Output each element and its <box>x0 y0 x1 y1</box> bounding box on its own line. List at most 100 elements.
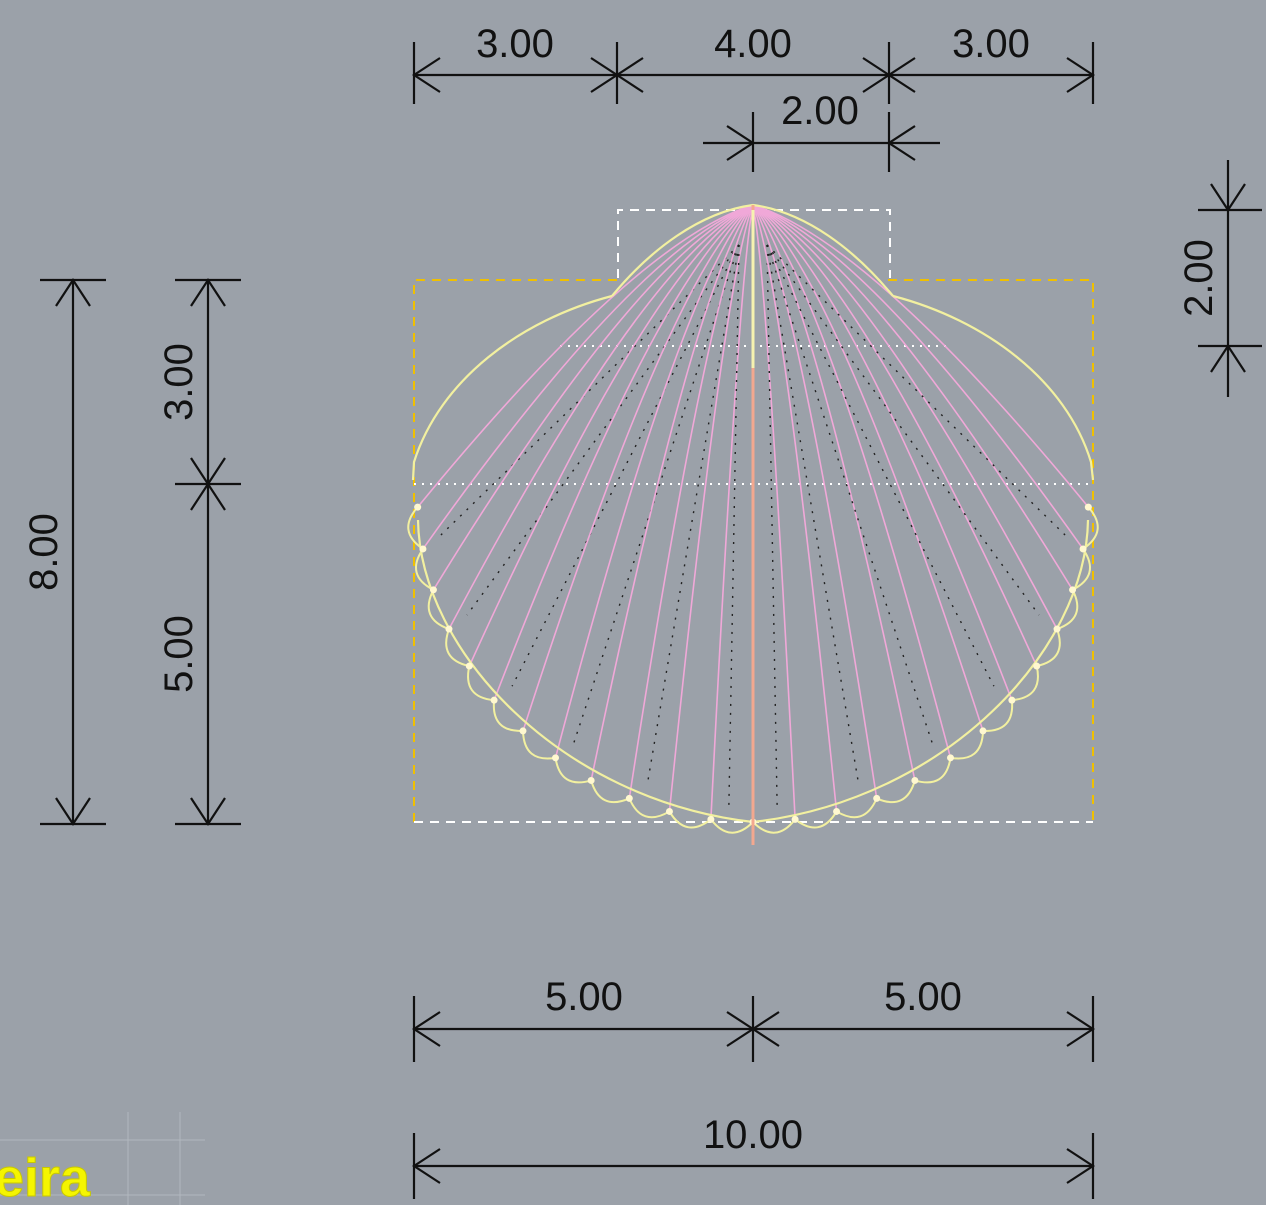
dimensions <box>40 42 1262 1199</box>
dim-top-middle: 4.00 <box>714 22 792 66</box>
rib-end-point <box>946 754 954 762</box>
dim-top-offset: 2.00 <box>781 89 859 133</box>
rib-end-point <box>445 625 453 633</box>
dim-left-upper: 3.00 <box>157 343 201 421</box>
rib-end-point <box>1084 503 1092 511</box>
rib-end-point <box>979 727 987 735</box>
rib-end-point <box>414 503 422 511</box>
rib-end-point <box>519 727 527 735</box>
shell-rib <box>554 204 754 759</box>
dim-left-total: 8.00 <box>22 513 66 591</box>
rib-guide-dotted <box>646 244 740 785</box>
rib-end-point <box>707 815 715 823</box>
grid-fragment <box>0 1112 205 1205</box>
shell-rib <box>752 204 796 820</box>
scallop-lobe <box>710 818 754 834</box>
left-wing-curve <box>411 294 613 481</box>
shell-rib <box>752 204 952 759</box>
shell-rib <box>752 204 1038 667</box>
rib-end-point <box>791 815 799 823</box>
rib-end-point <box>833 807 841 815</box>
scallop-lobe <box>914 757 952 784</box>
rib-guide-dotted <box>766 244 778 806</box>
shell-rib <box>752 204 1084 550</box>
shell-rib <box>522 204 754 732</box>
rib-end-point <box>465 662 473 670</box>
rib-end-point <box>911 776 919 784</box>
scallop-lobe <box>1082 506 1099 550</box>
scallop-lobe <box>1072 548 1092 591</box>
scallop-lobe <box>407 506 424 550</box>
shell-rib <box>710 204 754 820</box>
right-ear-edge <box>752 203 894 297</box>
rib-end-point <box>1053 625 1061 633</box>
dim-right-height: 2.00 <box>1177 239 1221 317</box>
scallop-lobe <box>521 730 556 760</box>
rib-guide-dotted <box>766 244 1066 536</box>
left-ear-edge <box>611 203 754 297</box>
shell-rib <box>590 204 754 781</box>
scallop-lobe <box>836 798 878 819</box>
rib-guide-dotted <box>572 244 740 745</box>
rib-end-point <box>625 794 633 802</box>
outer-bounding-box <box>413 279 1094 822</box>
dim-bottom-left: 5.00 <box>545 975 623 1019</box>
dim-bottom-right: 5.00 <box>884 975 962 1019</box>
scallop-lobe <box>950 730 985 760</box>
dim-bottom-total: 10.00 <box>703 1113 803 1157</box>
rib-guide-dotted <box>766 244 995 687</box>
shell-rib <box>432 204 754 591</box>
shell-rib <box>417 204 754 508</box>
scallop-lobe <box>445 628 470 668</box>
shell-rib <box>752 204 878 799</box>
rib-end-point <box>429 586 437 594</box>
rib-guide-dotted <box>511 244 740 687</box>
rib-end-point <box>490 696 498 704</box>
dim-top-left: 3.00 <box>476 22 554 66</box>
rib-end-point <box>873 794 881 802</box>
scallop-lobe <box>752 818 796 834</box>
shell-ribs <box>417 204 1089 822</box>
rib-guide-dotted <box>728 244 740 806</box>
scallop-lobe <box>467 665 495 702</box>
dim-top-right: 3.00 <box>952 22 1030 66</box>
shell-rib <box>493 204 754 701</box>
scallop-lobe <box>1056 589 1079 631</box>
rib-end-point <box>1008 696 1016 704</box>
shell-rib <box>448 204 754 630</box>
rib-guide-dotted <box>440 244 740 536</box>
dim-left-lower: 5.00 <box>157 615 201 693</box>
scallop-lobe <box>590 780 630 804</box>
shell-rib <box>422 204 754 550</box>
shell-outline <box>411 203 1095 824</box>
scallop-lobe <box>628 798 670 819</box>
rib-guide-dotted <box>766 244 934 745</box>
shell-rib <box>752 204 984 732</box>
right-wing-curve <box>892 294 1095 481</box>
scallop-lobe <box>668 810 712 829</box>
hinge-box <box>617 209 891 278</box>
rib-end-point <box>419 545 427 553</box>
shell-rib <box>752 204 916 781</box>
shell-rib <box>668 204 754 812</box>
scallop-edge <box>407 503 1099 834</box>
rib-end-point <box>552 754 560 762</box>
shell-rib <box>752 204 1013 701</box>
scallop-lobe <box>1036 628 1061 668</box>
scallop-lobe <box>982 700 1014 732</box>
rib-end-point <box>587 776 595 784</box>
scallop-lobe <box>427 589 450 631</box>
rib-end-point <box>1033 662 1041 670</box>
rib-end-point <box>1069 586 1077 594</box>
shell-rib <box>752 204 838 812</box>
scallop-lobe <box>414 548 434 591</box>
scallop-lobe <box>554 757 592 784</box>
scallop-lobe <box>876 780 916 804</box>
rib-guide-dotted <box>766 244 860 785</box>
shell-rib <box>752 204 1058 630</box>
shell-rib <box>628 204 754 799</box>
scallop-lobe <box>1011 665 1039 702</box>
rib-end-point <box>665 807 673 815</box>
